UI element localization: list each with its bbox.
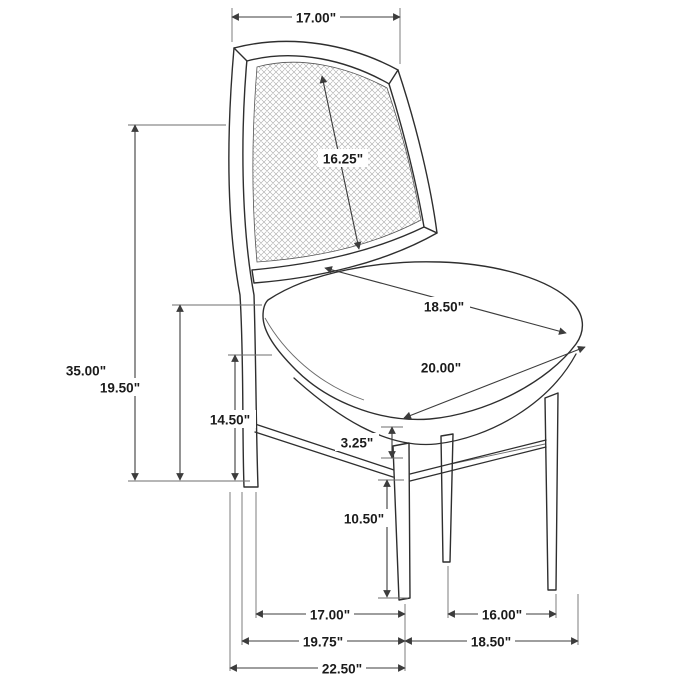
dim-label-seat-depth: 18.50"	[424, 300, 464, 315]
label-background	[318, 149, 368, 167]
dim-label-floor-left-outer: 19.75"	[303, 635, 343, 650]
dim-floor-total: 22.50"	[229, 659, 406, 677]
right-back-leg	[440, 433, 454, 563]
dim-floor-right-inner: 16.00"	[447, 605, 557, 623]
dim-label-overall-height: 35.00"	[66, 364, 106, 379]
label-background	[415, 358, 467, 376]
label-background	[478, 605, 526, 623]
seat-cushion	[262, 261, 583, 421]
dim-label-apron-thickness: 3.25"	[341, 436, 374, 451]
label-background	[335, 433, 379, 451]
backrest-left-stile-and-back-leg	[228, 47, 259, 488]
label-background	[299, 632, 347, 650]
dim-label-floor-left-inner: 17.00"	[310, 608, 350, 623]
dim-seat-depth: 18.50"	[324, 266, 567, 335]
dim-top-width: 17.00"	[231, 8, 401, 64]
label-background	[94, 378, 146, 396]
dim-label-floor-total: 22.50"	[322, 662, 362, 677]
left-side-stretcher	[254, 423, 395, 478]
label-background	[306, 605, 354, 623]
chair-illustration	[228, 40, 583, 601]
label-background	[204, 410, 256, 428]
label-background	[59, 361, 113, 379]
dim-label-seat-height: 19.50"	[100, 381, 140, 396]
dim-seat-height: 19.50"	[94, 304, 262, 481]
dim-back-diagonal: 16.25"	[318, 75, 368, 250]
dim-label-top-width: 17.00"	[296, 11, 336, 26]
dim-label-cushion-height: 14.50"	[210, 413, 250, 428]
dim-cushion-height: 14.50"	[204, 354, 272, 481]
backrest-bottom-rail	[251, 226, 438, 284]
dim-seat-width: 20.00"	[403, 345, 586, 420]
dim-leg-height: 10.50"	[338, 479, 408, 599]
label-background	[318, 659, 366, 677]
dim-label-floor-right-outer: 18.50"	[471, 635, 511, 650]
dim-floor-right-outer: 18.50"	[404, 632, 579, 650]
front-left-leg	[392, 442, 411, 601]
dim-label-seat-width: 20.00"	[421, 361, 461, 376]
dimension-line	[403, 345, 586, 420]
dim-floor-left-outer: 19.75"	[241, 632, 406, 650]
seat-cushion-seam	[264, 317, 365, 401]
front-stretcher	[409, 439, 547, 482]
label-background	[292, 8, 340, 26]
right-front-leg	[544, 392, 559, 591]
dim-label-leg-height: 10.50"	[344, 512, 384, 527]
dim-label-floor-right-inner: 16.00"	[482, 608, 522, 623]
label-background	[418, 297, 470, 315]
dim-overall-height: 35.00"	[59, 124, 250, 482]
dim-label-back-diagonal: 16.25"	[323, 152, 363, 167]
label-background	[467, 632, 515, 650]
dimension-annotations: 17.00" 16.25" 35.00" 19.50"	[59, 8, 586, 677]
dim-apron-thickness: 3.25"	[335, 426, 403, 459]
dim-floor-left-inner: 17.00"	[255, 605, 406, 623]
right-side-stretcher	[450, 443, 546, 465]
label-background	[338, 509, 390, 527]
